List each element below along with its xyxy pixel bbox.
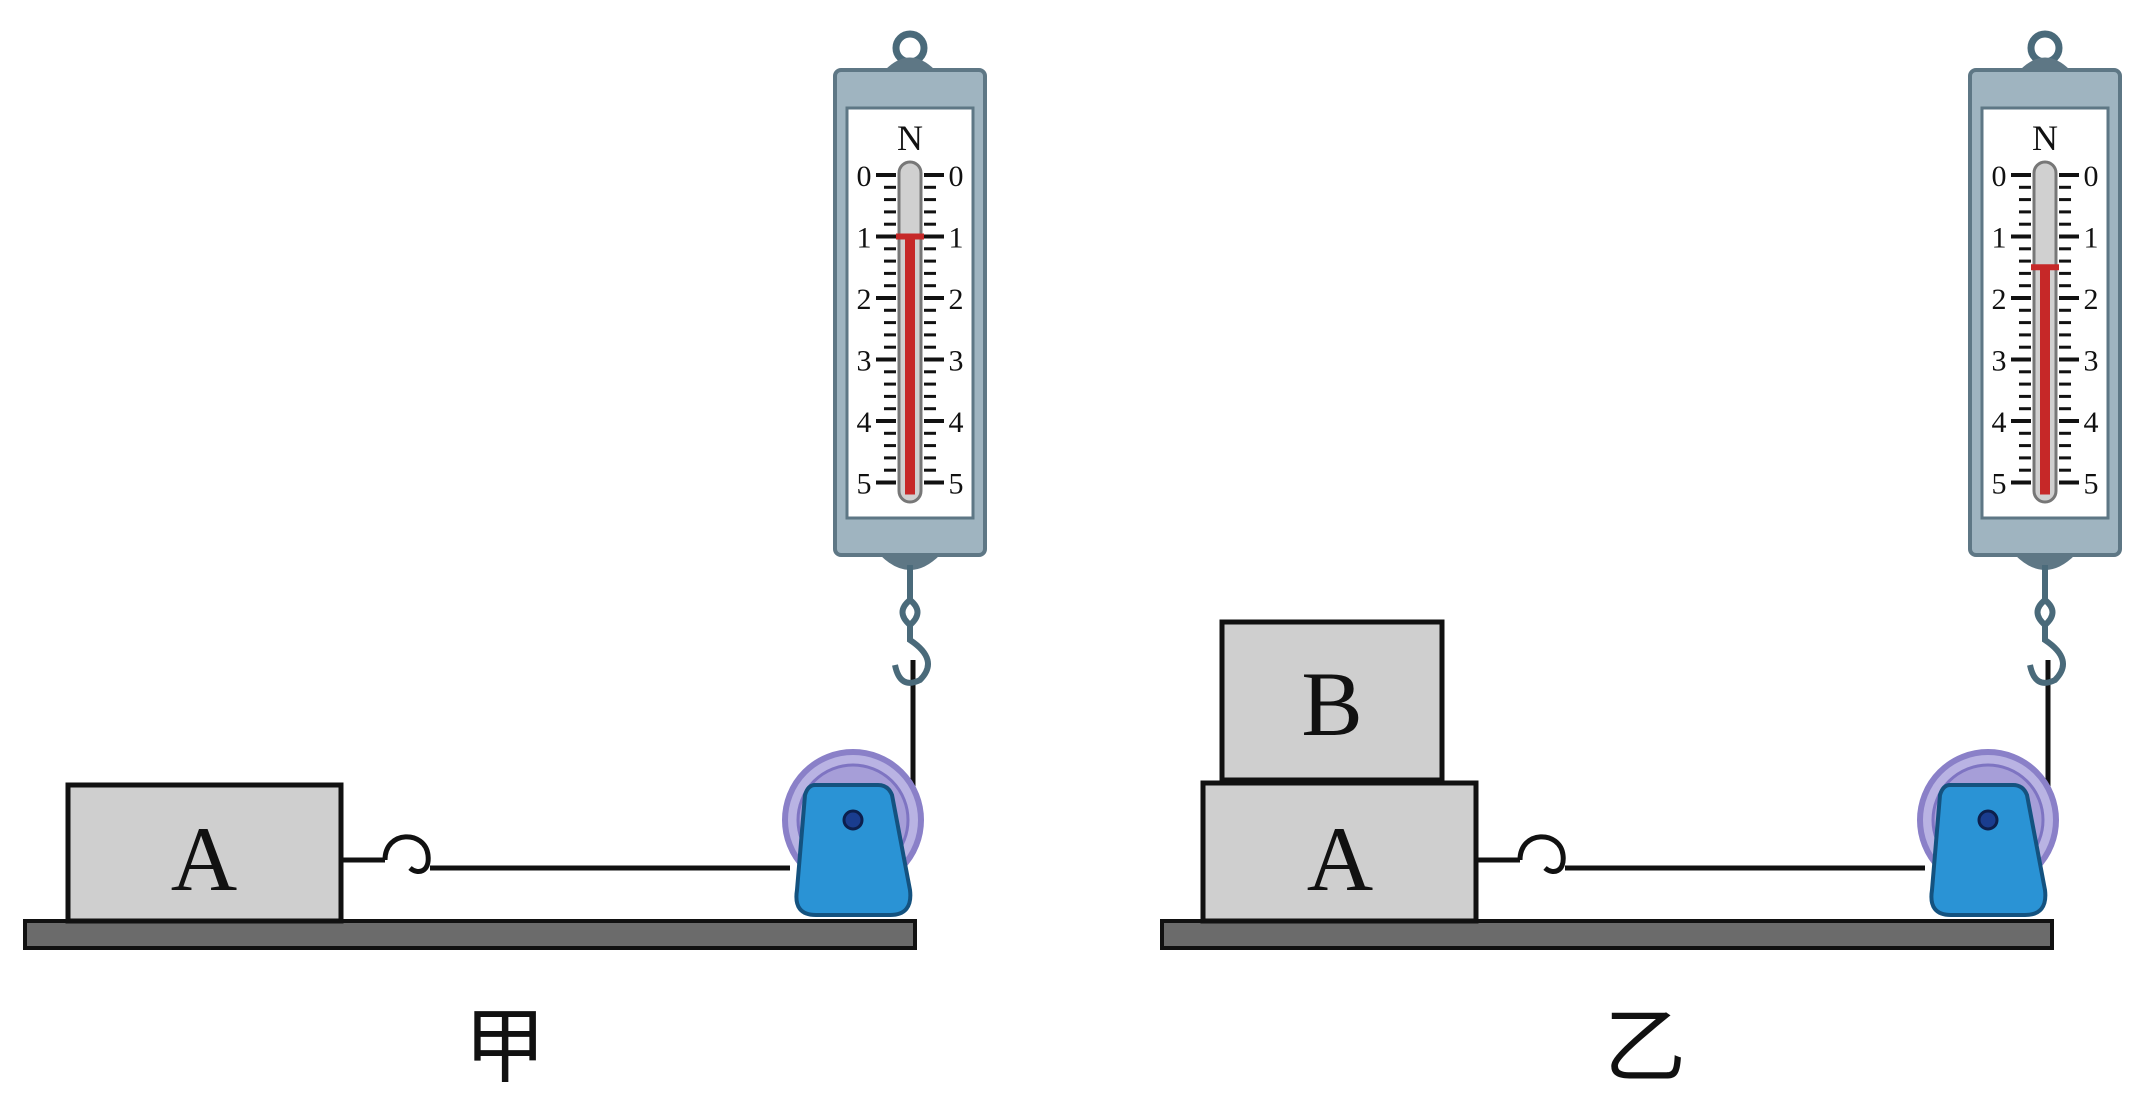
- scale-tick-label: 5: [949, 468, 964, 501]
- scale-tick-label: 1: [949, 222, 964, 255]
- block-b-right-label: B: [1301, 653, 1362, 755]
- indicator-bar-left: [905, 236, 915, 495]
- spring-scale-right: N 0 0 1 1 2 2 3 3 4 4 5 5: [1968, 30, 2122, 686]
- scale-tick-label: 2: [2084, 283, 2099, 316]
- table-right: [1160, 919, 2054, 950]
- caption-right: 乙: [1604, 1002, 1686, 1093]
- caption-left: 甲: [464, 1002, 546, 1093]
- scale-tick-label: 5: [2084, 468, 2099, 501]
- block-a-left-label: A: [171, 808, 237, 910]
- pulley-left: [782, 749, 924, 917]
- string-left: [341, 660, 916, 874]
- scale-tick-label: 0: [1992, 160, 2007, 193]
- scale-ticks-right: 0 0 1 1 2 2 3 3 4 4 5 5: [1992, 160, 2099, 501]
- scale-tick-label: 0: [2084, 160, 2099, 193]
- indicator-mark-left: [896, 233, 924, 240]
- scale-ticks-left: 0 0 1 1 2 2 3 3 4 4 5 5: [857, 160, 964, 501]
- scale-tick-label: 2: [949, 283, 964, 316]
- scale-tick-label: 0: [949, 160, 964, 193]
- scale-tick-label: 3: [2084, 345, 2099, 378]
- scale-tick-label: 2: [1992, 283, 2007, 316]
- scale-tick-label: 5: [1992, 468, 2007, 501]
- scale-tick-label: 1: [1992, 222, 2007, 255]
- panel-left: A N 0 0 1 1 2 2 3 3 4 4 5 5: [23, 30, 987, 1093]
- scale-unit-right: N: [2032, 118, 2058, 158]
- scale-tick-label: 0: [857, 160, 872, 193]
- scale-tick-label: 1: [857, 222, 872, 255]
- scale-tick-label: 5: [857, 468, 872, 501]
- scale-tick-label: 4: [857, 406, 872, 439]
- block-a-left: A: [65, 782, 344, 924]
- scale-tick-label: 4: [949, 406, 964, 439]
- table-left: [23, 919, 917, 950]
- pulley-right: [1917, 749, 2059, 917]
- indicator-bar-right: [2040, 267, 2050, 495]
- scale-tick-label: 2: [857, 283, 872, 316]
- scale-tick-label: 3: [857, 345, 872, 378]
- scale-tick-label: 1: [2084, 222, 2099, 255]
- panel-right: B A N 0 0 1 1 2 2 3 3 4 4 5 5: [1160, 30, 2122, 1093]
- indicator-mark-right: [2031, 264, 2059, 271]
- block-a-right: A: [1200, 780, 1479, 924]
- block-b-right: B: [1219, 619, 1445, 783]
- spring-scale-left: N 0 0 1 1 2 2 3 3 4 4 5 5: [833, 30, 987, 686]
- block-a-right-label: A: [1307, 808, 1373, 910]
- scale-tick-label: 3: [949, 345, 964, 378]
- scale-unit-left: N: [897, 118, 923, 158]
- scale-tick-label: 4: [1992, 406, 2007, 439]
- scale-tick-label: 3: [1992, 345, 2007, 378]
- scale-tick-label: 4: [2084, 406, 2099, 439]
